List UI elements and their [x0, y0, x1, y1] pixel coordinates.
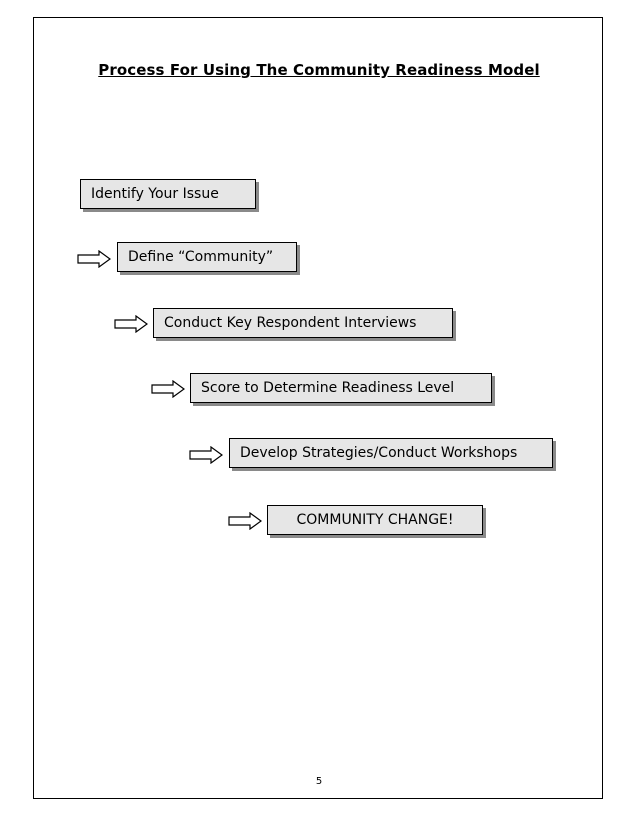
right-arrow-icon	[77, 250, 111, 268]
step-box: COMMUNITY CHANGE!	[267, 505, 483, 535]
step-box: Develop Strategies/Conduct Workshops	[229, 438, 553, 468]
right-arrow-icon	[114, 315, 148, 333]
step-box: Define “Community”	[117, 242, 297, 272]
page-title: Process For Using The Community Readines…	[98, 61, 540, 79]
right-arrow-icon	[189, 446, 223, 464]
step-box: Identify Your Issue	[80, 179, 256, 209]
step-box: Score to Determine Readiness Level	[190, 373, 492, 403]
page-number: 5	[315, 776, 323, 787]
right-arrow-icon	[151, 380, 185, 398]
step-box: Conduct Key Respondent Interviews	[153, 308, 453, 338]
right-arrow-icon	[228, 512, 262, 530]
page-border	[33, 17, 603, 799]
